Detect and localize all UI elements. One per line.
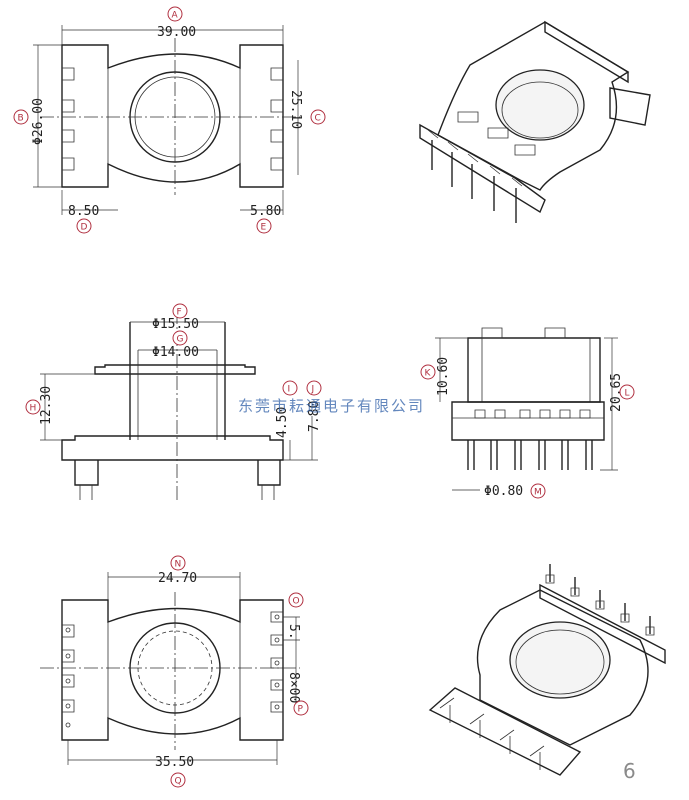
svg-text:H: H <box>30 404 37 414</box>
badge-k: K <box>420 364 436 380</box>
svg-text:C: C <box>315 114 321 124</box>
svg-text:O: O <box>293 597 300 607</box>
dim-n-value: 24.70 <box>158 571 197 586</box>
svg-text:Q: Q <box>175 777 182 787</box>
svg-text:L: L <box>625 389 630 399</box>
badge-f: F <box>172 303 188 319</box>
dim-k-value: 10.60 <box>436 357 451 396</box>
badge-e: E <box>256 218 272 234</box>
top-view <box>33 25 300 215</box>
badge-h: H <box>25 399 41 415</box>
svg-text:I: I <box>288 385 291 395</box>
badge-i: I <box>282 380 298 396</box>
badge-d: D <box>76 218 92 234</box>
dim-q-value: 35.50 <box>155 755 194 770</box>
svg-text:F: F <box>177 308 182 318</box>
dim-o-value: 5. <box>286 624 301 640</box>
badge-g: G <box>172 330 188 346</box>
badge-a: A <box>167 6 183 22</box>
svg-text:P: P <box>298 705 304 715</box>
dim-c-value: 25.10 <box>288 90 303 129</box>
svg-text:N: N <box>175 560 182 570</box>
badge-c: C <box>310 109 326 125</box>
dim-p-value: 8×00 <box>286 672 301 703</box>
badge-l: L <box>619 384 635 400</box>
dim-l-value: 20.65 <box>609 373 624 412</box>
dim-h-value: 12.30 <box>39 386 54 425</box>
side-view <box>435 327 618 491</box>
dim-g-value: Φ14.00 <box>152 345 199 360</box>
svg-text:K: K <box>425 369 432 379</box>
dim-e-value: 5.80 <box>250 204 281 219</box>
iso-view-bottom <box>428 564 666 776</box>
company-watermark: 东莞市耘通电子有限公司 <box>238 397 425 415</box>
badge-q: Q <box>170 772 186 788</box>
badge-p: P <box>293 700 309 716</box>
svg-text:E: E <box>261 223 267 233</box>
dim-a-value: 39.00 <box>157 25 196 40</box>
svg-text:B: B <box>18 114 24 124</box>
front-view <box>40 310 318 500</box>
badge-j: J <box>306 380 322 396</box>
dim-m-value: Φ0.80 <box>484 484 523 499</box>
bottom-view <box>40 572 300 765</box>
dim-j-value: 7.80 <box>307 401 322 432</box>
dim-f-value: Φ15.50 <box>152 317 199 332</box>
page-number: 6 <box>623 759 636 783</box>
badge-o: O <box>288 592 304 608</box>
dim-d-value: 8.50 <box>68 204 99 219</box>
svg-text:G: G <box>177 335 184 345</box>
svg-text:D: D <box>81 223 88 233</box>
iso-view-top <box>419 20 651 223</box>
badge-n: N <box>170 555 186 571</box>
badge-m: M <box>530 483 546 499</box>
badge-b: B <box>13 109 29 125</box>
svg-text:A: A <box>172 11 179 21</box>
dim-b-value: Φ26.00 <box>31 98 46 145</box>
dim-i-value: 4.50 <box>275 407 290 438</box>
svg-text:J: J <box>311 385 315 395</box>
svg-text:M: M <box>534 488 542 498</box>
